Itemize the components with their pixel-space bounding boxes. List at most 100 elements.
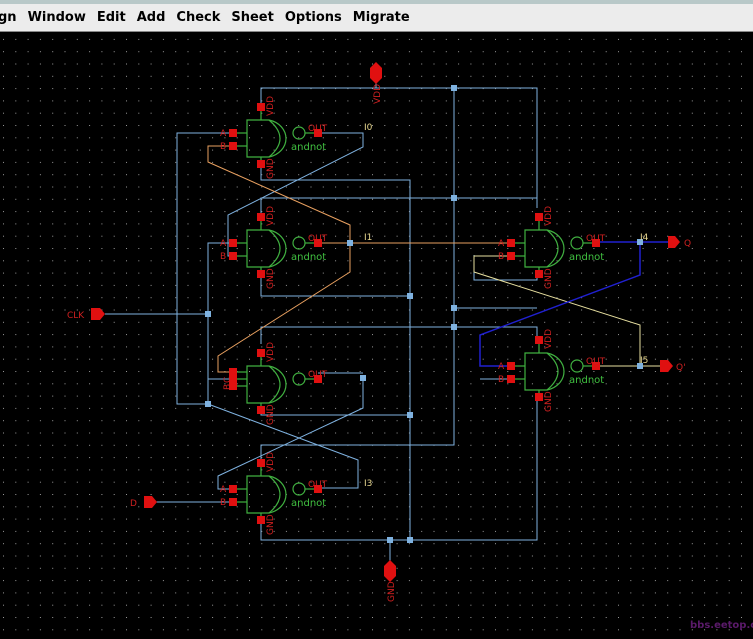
out-pin[interactable] xyxy=(592,362,600,370)
out-label: OUT xyxy=(586,357,606,367)
input-pin[interactable] xyxy=(229,375,237,383)
instance-label: I3 xyxy=(364,479,372,489)
vdd-label: VDD xyxy=(266,206,276,226)
gnd-pin[interactable] xyxy=(535,270,543,278)
terminal-d-label: D xyxy=(130,499,137,509)
terminal-qbar[interactable]: Q' xyxy=(660,360,686,373)
wires xyxy=(105,80,668,562)
menu-edit[interactable]: Edit xyxy=(96,10,126,25)
menu-options[interactable]: Options xyxy=(284,10,342,25)
menu-migrate[interactable]: Migrate xyxy=(352,10,410,25)
out-label: OUT xyxy=(308,370,328,380)
input-pin[interactable] xyxy=(229,368,237,376)
menu-window[interactable]: Window xyxy=(27,10,86,25)
input-pin[interactable] xyxy=(229,382,237,390)
out-pin[interactable] xyxy=(314,239,322,247)
input-pin[interactable] xyxy=(229,252,237,260)
gnd-pin[interactable] xyxy=(535,393,543,401)
menu-add[interactable]: Add xyxy=(136,10,166,25)
vdd-label: VDD xyxy=(544,329,554,349)
gnd-label: GND xyxy=(266,514,276,535)
terminal-vdd[interactable]: VDD xyxy=(370,62,383,104)
vdd-pin[interactable] xyxy=(535,336,543,344)
terminal-q[interactable]: Q xyxy=(668,236,691,249)
menu-bar: gn Window Edit Add Check Sheet Options M… xyxy=(0,4,753,32)
gate-curve xyxy=(268,119,281,158)
input-pin[interactable] xyxy=(507,362,515,370)
gnd-pin[interactable] xyxy=(257,516,265,524)
gate-type-label: andnot xyxy=(291,142,326,153)
input-pin[interactable] xyxy=(229,129,237,137)
vdd-pin[interactable] xyxy=(535,213,543,221)
input-pin[interactable] xyxy=(229,485,237,493)
vdd-pin[interactable] xyxy=(257,459,265,467)
vdd-pin[interactable] xyxy=(257,213,265,221)
b-label: B xyxy=(498,375,504,385)
gate-type-label: andnot xyxy=(569,375,604,386)
gnd-label: GND xyxy=(266,404,276,425)
input-pin[interactable] xyxy=(507,375,515,383)
gate-curve xyxy=(268,229,281,268)
input-pin[interactable] xyxy=(507,252,515,260)
gate-type-label: andnot xyxy=(291,498,326,509)
watermark: bbs.eetop.cn xyxy=(690,620,753,631)
vdd-label: VDD xyxy=(544,206,554,226)
input-pin[interactable] xyxy=(229,239,237,247)
input-pin[interactable] xyxy=(507,239,515,247)
instance-label: I0 xyxy=(364,123,373,133)
out-pin[interactable] xyxy=(592,239,600,247)
vdd-label: VDD xyxy=(266,452,276,472)
gnd-label: GND xyxy=(544,268,554,289)
c-label: C xyxy=(223,377,233,383)
gnd-label: GND xyxy=(544,391,554,412)
a-label: A xyxy=(498,362,505,372)
instance-label: I4 xyxy=(640,233,649,243)
terminal-qbar-label: Q' xyxy=(676,363,686,373)
terminal-clk-label: CLK xyxy=(67,311,85,321)
out-label: OUT xyxy=(308,480,328,490)
out-label: OUT xyxy=(308,234,328,244)
terminal-d[interactable]: D xyxy=(130,496,157,509)
gnd-pin[interactable] xyxy=(257,270,265,278)
menu-check[interactable]: Check xyxy=(176,10,221,25)
vdd-pin[interactable] xyxy=(257,103,265,111)
out-pin[interactable] xyxy=(314,485,322,493)
a-label: A xyxy=(220,129,227,139)
gate-curve xyxy=(268,475,281,514)
gnd-pin[interactable] xyxy=(257,160,265,168)
vdd-pin[interactable] xyxy=(257,349,265,357)
gate-instance-2[interactable]: VDD GND OUT CB xyxy=(223,342,328,425)
menu-design[interactable]: gn xyxy=(0,10,17,25)
vdd-label: VDD xyxy=(266,342,276,362)
b-label: B xyxy=(498,252,504,262)
out-pin[interactable] xyxy=(314,129,322,137)
input-pin[interactable] xyxy=(229,498,237,506)
b-label: B xyxy=(223,384,233,390)
a-label: A xyxy=(220,239,227,249)
out-pin[interactable] xyxy=(314,375,322,383)
b-label: B xyxy=(220,252,226,262)
junctions xyxy=(205,85,643,543)
instance-label: I5 xyxy=(640,356,648,366)
gate-curve xyxy=(268,365,281,404)
out-label: OUT xyxy=(308,124,328,134)
a-label: A xyxy=(498,239,505,249)
title-strip xyxy=(0,0,753,4)
terminal-gnd[interactable]: GND xyxy=(384,560,397,602)
out-label: OUT xyxy=(586,234,606,244)
menu-sheet[interactable]: Sheet xyxy=(231,10,274,25)
terminal-clk[interactable]: CLK xyxy=(67,308,105,321)
gnd-label: GND xyxy=(266,158,276,179)
gnd-label: GND xyxy=(266,268,276,289)
gate-type-label: andnot xyxy=(569,252,604,263)
input-pin[interactable] xyxy=(229,142,237,150)
terminal-gnd-label: GND xyxy=(387,581,397,602)
gate-type-label: andnot xyxy=(291,252,326,263)
gnd-pin[interactable] xyxy=(257,406,265,414)
